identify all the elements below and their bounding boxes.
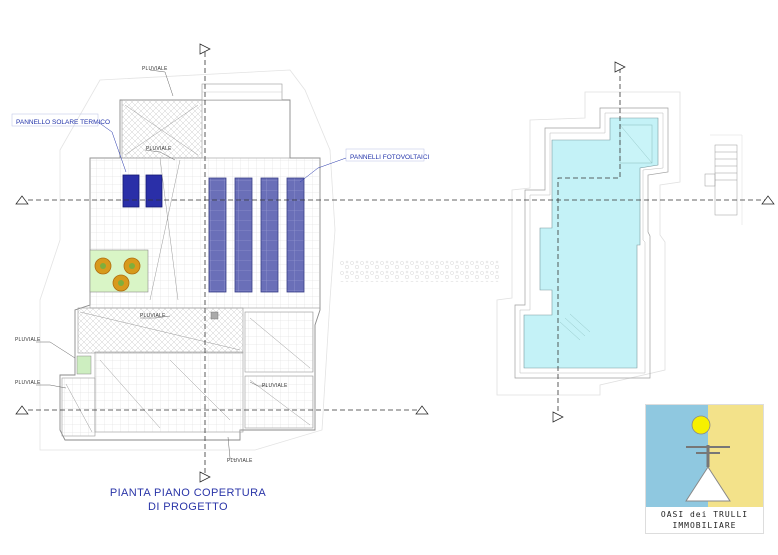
solar-thermal-label: PANNELLO SOLARE TERMICO <box>16 119 111 126</box>
pv-panel <box>234 177 253 293</box>
solar-thermal-panel <box>122 174 140 208</box>
drawing-title-line1: PIANTA PIANO COPERTURA <box>109 487 267 499</box>
pluviale-label: PLUVIALE <box>142 66 168 72</box>
photovoltaic-label: PANNELLI FOTOVOLTAICI <box>350 154 430 161</box>
section-lines <box>28 52 770 478</box>
drawing-title: PIANTA PIANO COPERTURA DI PROGETTO <box>100 486 276 514</box>
sun-icon <box>691 415 711 435</box>
pluviale-label: PLUVIALE <box>262 383 288 389</box>
pool-water <box>523 117 659 369</box>
pluviale-label: PLUVIALE <box>15 337 41 343</box>
pv-panel <box>260 177 279 293</box>
logo-line1: OASI dei TRULLI <box>660 510 749 519</box>
company-logo: OASI dei TRULLI IMMOBILIARE <box>645 404 764 534</box>
pluviale-label: PLUVIALE <box>146 146 172 152</box>
pluviale-label: PLUVIALE <box>15 380 41 386</box>
pv-panel <box>208 177 227 293</box>
drawing-title-line2: DI PROGETTO <box>148 501 228 513</box>
pluviale-label: PLUVIALE <box>140 313 166 319</box>
pluviale-label: PLUVIALE <box>227 458 253 464</box>
gravel-path <box>340 260 500 282</box>
trullo-icon <box>685 445 731 502</box>
pv-panel <box>286 177 305 293</box>
section-marker-icon <box>15 43 775 483</box>
logo-line2: IMMOBILIARE <box>672 521 737 530</box>
pool-plan <box>496 91 743 396</box>
solar-thermal-panel <box>145 174 163 208</box>
tree-icon <box>94 257 141 292</box>
